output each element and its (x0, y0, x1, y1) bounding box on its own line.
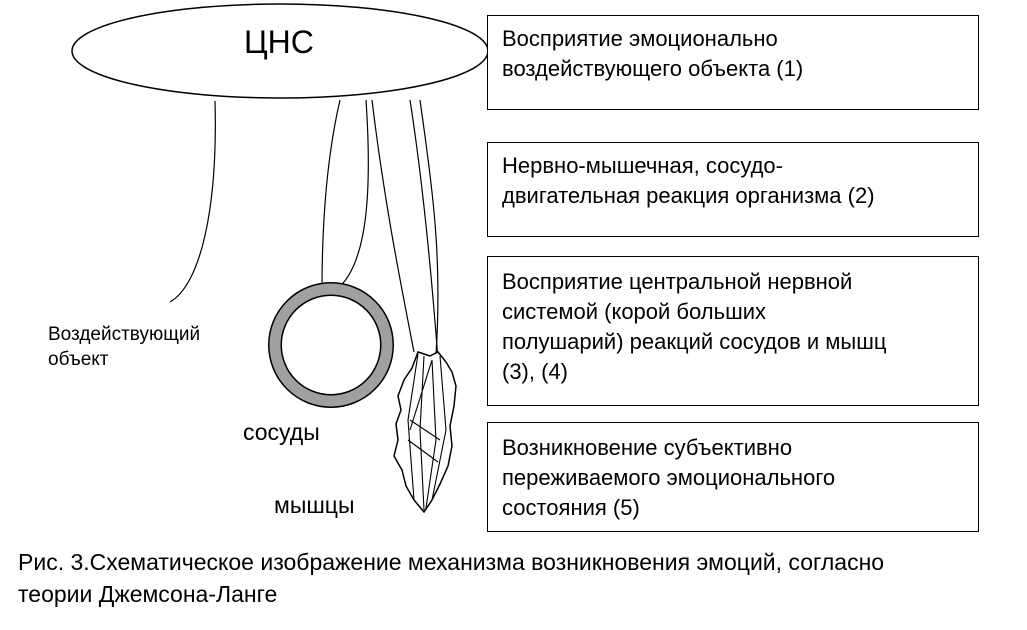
cns-label: ЦНС (244, 24, 314, 60)
step-3-line-4: (3), (4) (502, 359, 568, 384)
muscles-label: мышцы (274, 492, 355, 518)
nerve-to-muscles-1 (371, 99, 415, 353)
step-4-line-3: состояния (5) (502, 495, 640, 520)
object-label-line-1: Воздействующий (48, 324, 201, 345)
step-2-line-2: двигательная реакция организма (2) (502, 183, 875, 208)
nerve-to-muscles-3 (419, 99, 439, 356)
step-3-line-3: полушарий) реакций сосудов и мышц (502, 329, 887, 354)
step-3-line-2: системой (корой больших (502, 299, 767, 324)
step-1-line-2: воздействующего объекта (1) (502, 56, 804, 81)
step-1-line-1: Восприятие эмоционально (502, 26, 778, 51)
nerve-to-muscles-2 (409, 99, 439, 361)
nerve-to-vessels-right (335, 99, 369, 291)
step-2-box: Нервно-мышечная, сосудо- двигательная ре… (487, 142, 979, 237)
step-3-box: Восприятие центральной нервной системой … (487, 256, 979, 406)
step-1-box: Восприятие эмоционально воздействующего … (487, 15, 979, 110)
step-2-line-1: Нервно-мышечная, сосудо- (502, 153, 783, 178)
nerve-to-vessels-left (321, 99, 341, 291)
nerve-to-object (169, 100, 216, 303)
vessels-label: сосуды (243, 419, 320, 445)
step-3-line-1: Восприятие центральной нервной (502, 269, 853, 294)
step-4-box: Возникновение субъективно переживаемого … (487, 422, 979, 532)
vessel-ring-fill (269, 283, 393, 407)
step-4-line-2: переживаемого эмоционального (502, 465, 836, 490)
muscle-fibers (407, 353, 447, 511)
figure-caption: Рис. 3.Схематическое изображение механиз… (18, 546, 884, 610)
step-4-line-1: Возникновение субъективно (502, 435, 793, 460)
object-label: Воздействующий объект (48, 322, 200, 372)
caption-line-2: теории Джемсона-Ланге (18, 581, 278, 607)
muscle-shape (393, 351, 457, 514)
object-label-line-2: объект (48, 349, 109, 370)
caption-line-1: Рис. 3.Схематическое изображение механиз… (18, 549, 885, 575)
